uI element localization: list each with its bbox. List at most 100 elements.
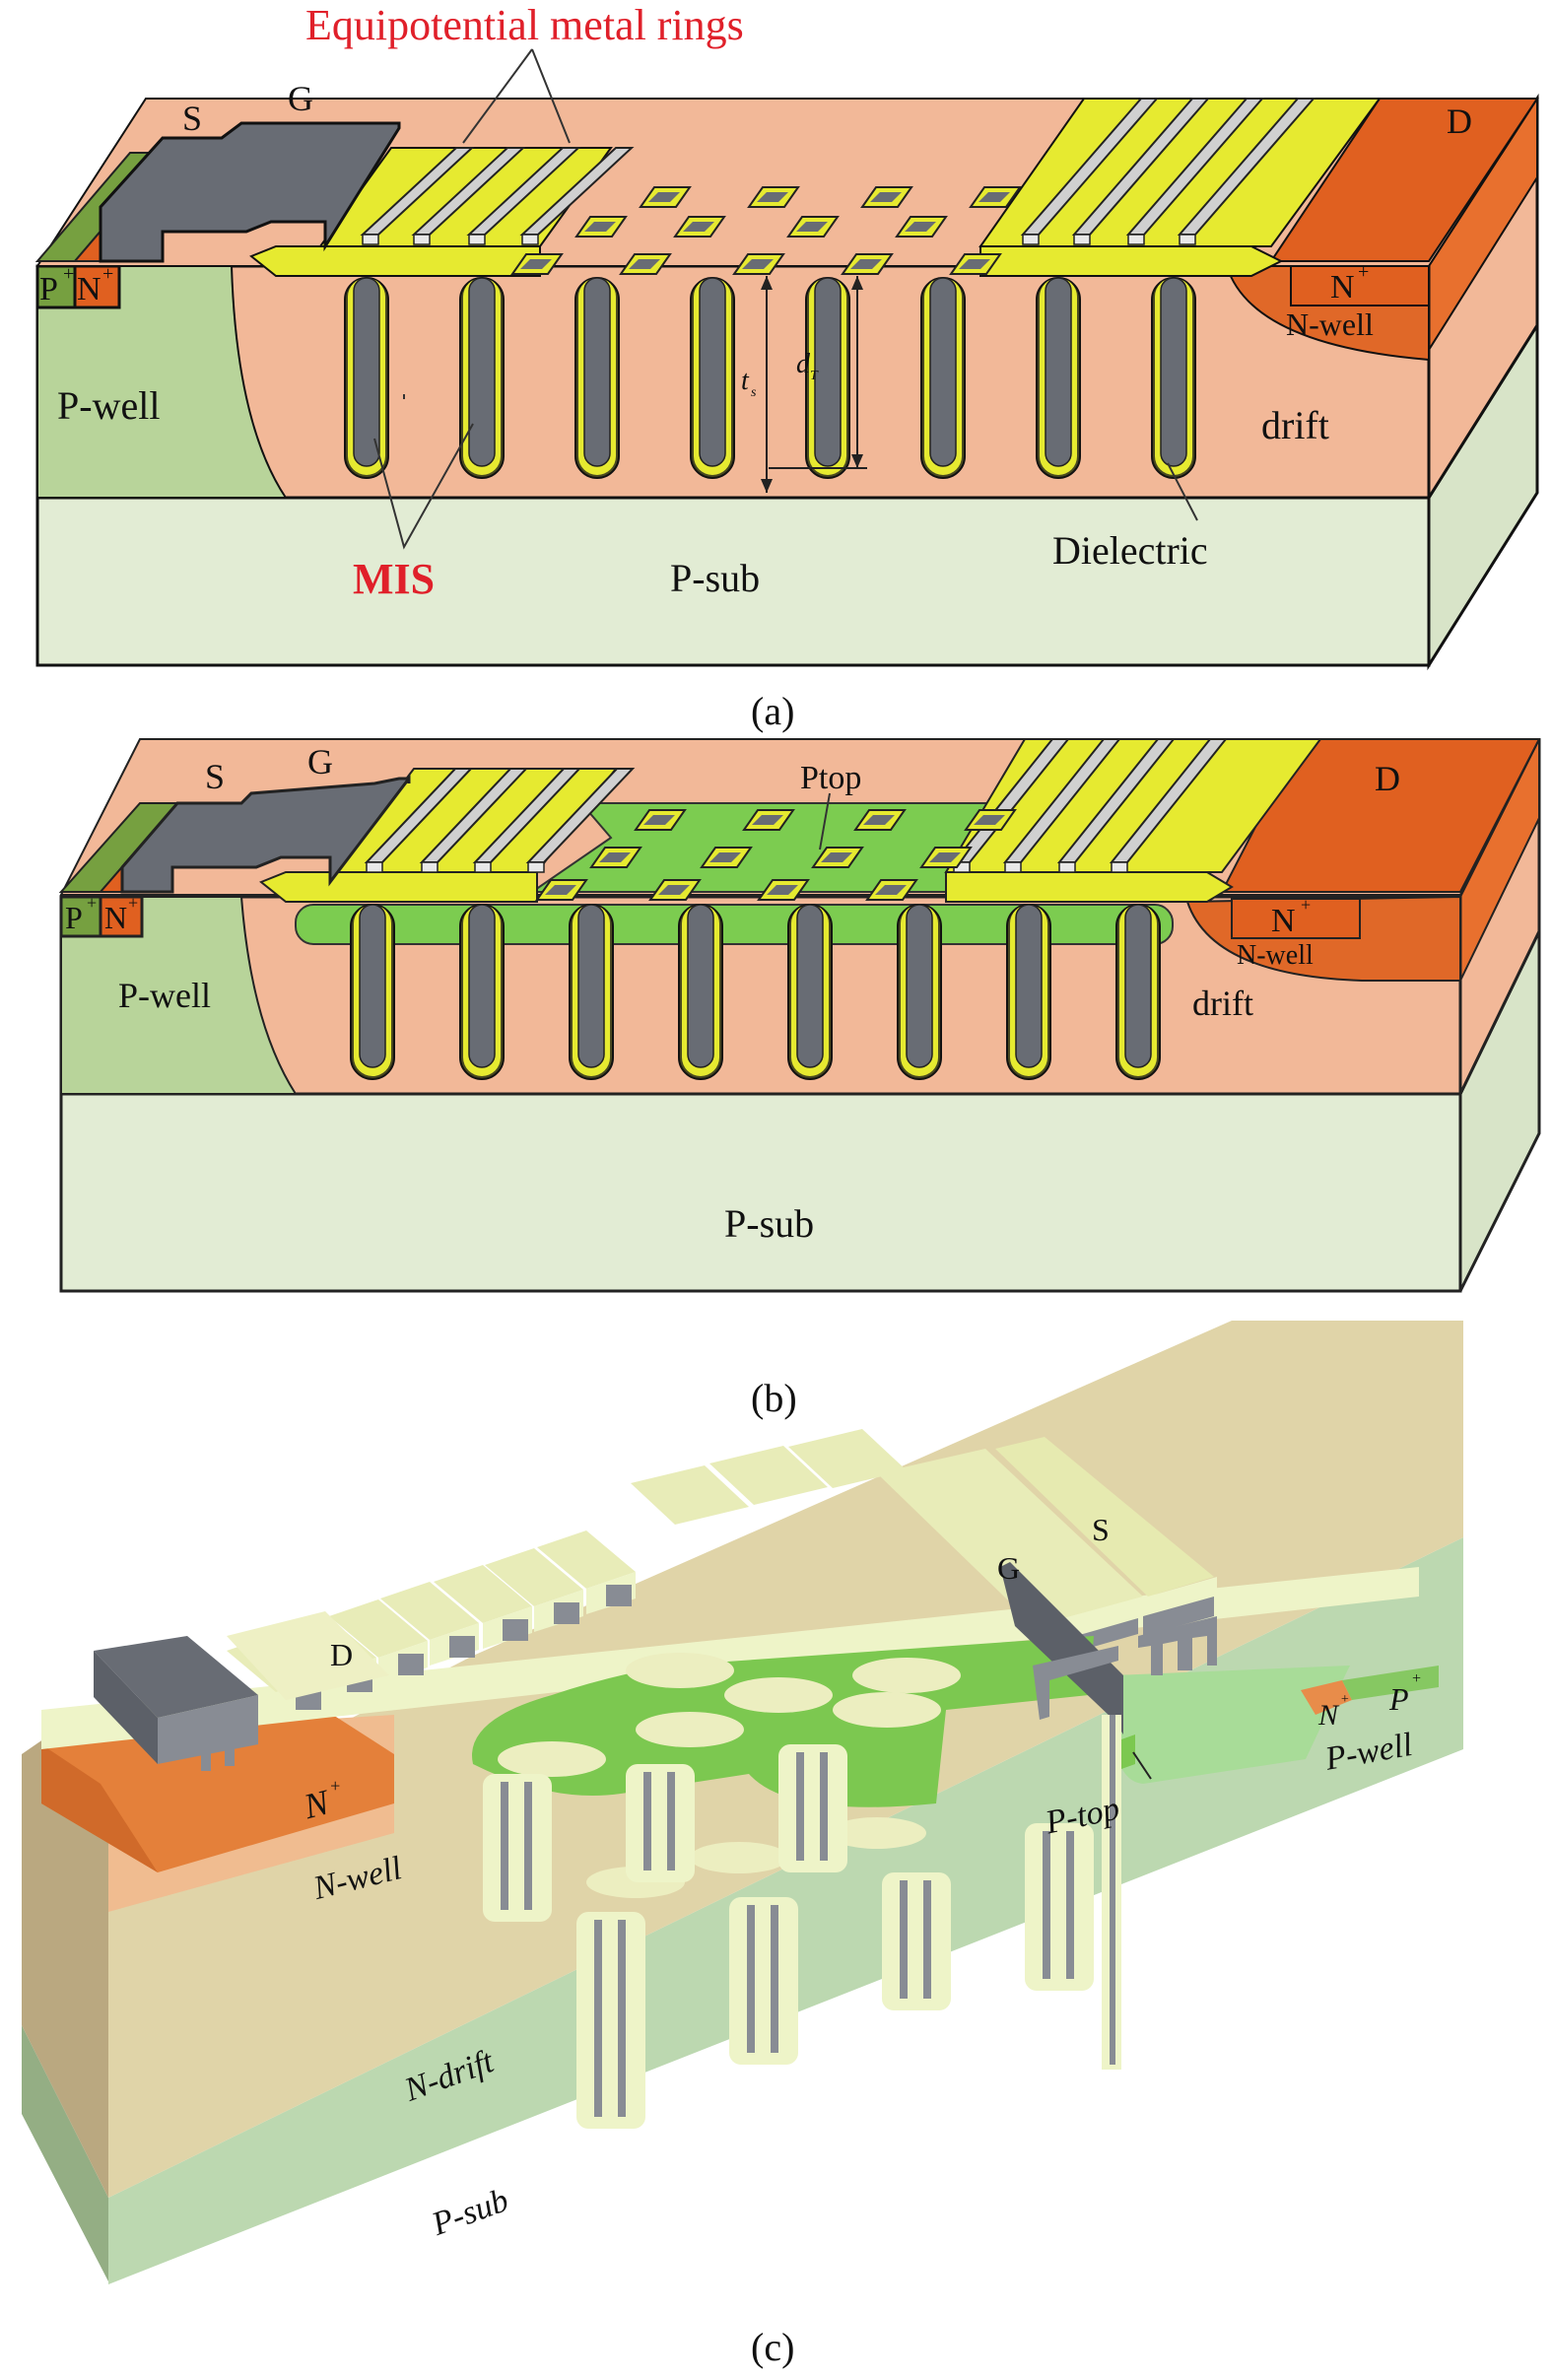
pillar-body [729,1897,798,2065]
ptop-layer [295,904,1174,945]
ptop-cell-oval [626,1653,734,1688]
gate-plate-top [877,1449,1143,1626]
back-plate [631,1465,749,1525]
trench-electrode [359,904,386,1068]
cell-core [752,815,783,825]
mis-trenches [350,904,1161,1080]
cell-core [742,259,774,269]
metal-plate-contact [449,1636,475,1658]
p-well-light [1109,1666,1350,1784]
metal-ring-end [366,861,383,873]
dielectric-pillars [483,1744,1094,2129]
metal-rings-left [360,147,635,245]
leader-ring-2 [531,48,571,144]
metal-plate-contact [503,1619,528,1641]
cell-core [796,222,828,232]
trench-electrode [1124,904,1152,1068]
p-sub-region [59,1092,1462,1293]
p-sub-region [35,496,1431,667]
trench-electrode [699,277,726,467]
dim-t-label: t [741,366,750,396]
metal-ring-end [1058,861,1076,873]
gate-label: G [288,79,313,118]
cell-core [863,815,895,825]
gate-trench-stripe [1110,1715,1115,2065]
cell-core [757,192,788,202]
metal-plate-top [329,1599,428,1658]
source-plate-front [1148,1577,1217,1618]
metal-rings-right [1020,98,1316,245]
equipotential-rings-label: Equipotential metal rings [305,1,744,49]
n-plus-left-sup: + [102,263,113,285]
p-plus-right-sup: + [1411,1670,1422,1687]
dimension-d [769,276,867,469]
pillar-stripe [771,1905,778,2053]
metal-plate-contact [398,1654,424,1675]
metal-ring-end [1022,234,1040,245]
metal-ring-end [362,234,379,245]
drift-label: drift [1261,403,1329,447]
p-well-label: P-well [118,976,211,1015]
source-metal-bar [1143,1597,1214,1636]
n-plus-right-region [1231,898,1361,939]
cell-core [875,885,907,895]
gate-metal-h [1033,1646,1118,1720]
source-label: S [205,757,225,796]
p-well-label: P-well [57,383,160,428]
n-plus-left-region [99,895,144,938]
metal-plate-top [434,1565,532,1623]
n-plus-right-label: N [1330,269,1355,306]
p-sub-label: P-sub [427,2182,513,2243]
pillar-stripe [923,1880,931,1999]
p-well-region [36,265,288,499]
n-plus-left-label: N [77,271,101,307]
metal-ring-end [1004,861,1022,873]
cell-core [520,259,552,269]
pillar-body [778,1744,847,1872]
pillar-stripe [524,1782,532,1910]
leader-p-top [1132,1751,1152,1780]
n-plus-right-sup: + [1340,1692,1349,1707]
p-sub-left-face [22,2025,108,2281]
drain-metal-top [94,1636,258,1718]
metal-plate-top [537,1530,636,1589]
metal-rings-right [951,738,1229,873]
metal-ring-end [413,234,431,245]
metal-rings-left [364,768,636,873]
drain-contact-2 [225,1725,235,1766]
source-plate-top [995,1437,1214,1597]
cell-core [974,815,1005,825]
metal-ring-end [527,861,545,873]
metal-ring-end [1127,234,1145,245]
n-plus-right-sup: + [1301,895,1311,915]
n-plus-left-sup: + [128,893,138,913]
oxide-left [259,871,538,903]
oxide-right [979,245,1284,277]
trench-electrode [353,277,380,467]
pillar-body [882,1872,951,2010]
caption-a: (a) [751,689,794,733]
drain-metal-side [94,1651,158,1764]
cell-core [870,192,902,202]
n-plus-top-shade [41,1744,158,1872]
pillar-stripe [501,1782,508,1910]
drift-cell-oval [828,1817,926,1849]
cell-core [599,852,631,862]
n-plus-sup: + [329,1776,341,1796]
metal-plate-top [380,1582,479,1640]
cell-core [905,222,936,232]
ptop-label: Ptop [800,760,861,796]
trench-electrode [468,904,496,1068]
pillar-body [483,1774,552,1922]
metal-ring-end [421,861,439,873]
metal-ring-end [1073,234,1091,245]
ptop-cell-oval [636,1712,744,1747]
pillar-body [1025,1823,1094,1991]
drain-label: D [1375,759,1400,798]
drain-label: D [330,1637,353,1672]
p-plus-sup: + [87,893,97,913]
metal-plate-contact [606,1585,632,1606]
pillar-stripe [1043,1831,1050,1979]
dielectric-label: Dielectric [1052,528,1208,573]
